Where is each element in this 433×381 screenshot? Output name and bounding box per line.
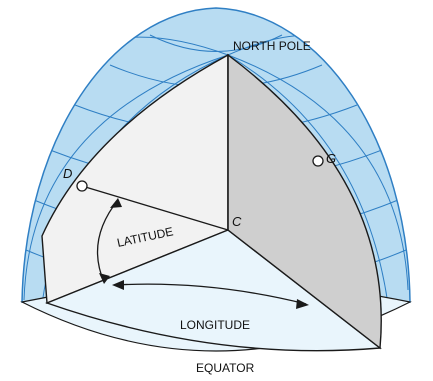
point-g-marker: [312, 155, 324, 167]
longitude-label: LONGITUDE: [180, 318, 250, 332]
radius-to-d: [81, 185, 229, 231]
point-d-label: D: [63, 166, 72, 181]
center-label: C: [232, 214, 242, 229]
longitude-arrowhead-left: [112, 280, 124, 290]
wedge-right-face: [227, 53, 382, 350]
latitude-arrowhead-top: [110, 198, 122, 208]
wedge-left-face: [41, 53, 229, 305]
longitude-arrowhead-right: [296, 299, 309, 309]
equator-label: EQUATOR: [196, 361, 255, 375]
point-d-marker: [76, 180, 88, 192]
latitude-arrowhead-bottom: [99, 273, 110, 284]
point-g-label: G: [326, 151, 336, 166]
wedge-front-face: [45, 229, 382, 352]
longitude-arc: [114, 283, 307, 305]
north-pole-label: NORTH POLE: [233, 39, 311, 53]
